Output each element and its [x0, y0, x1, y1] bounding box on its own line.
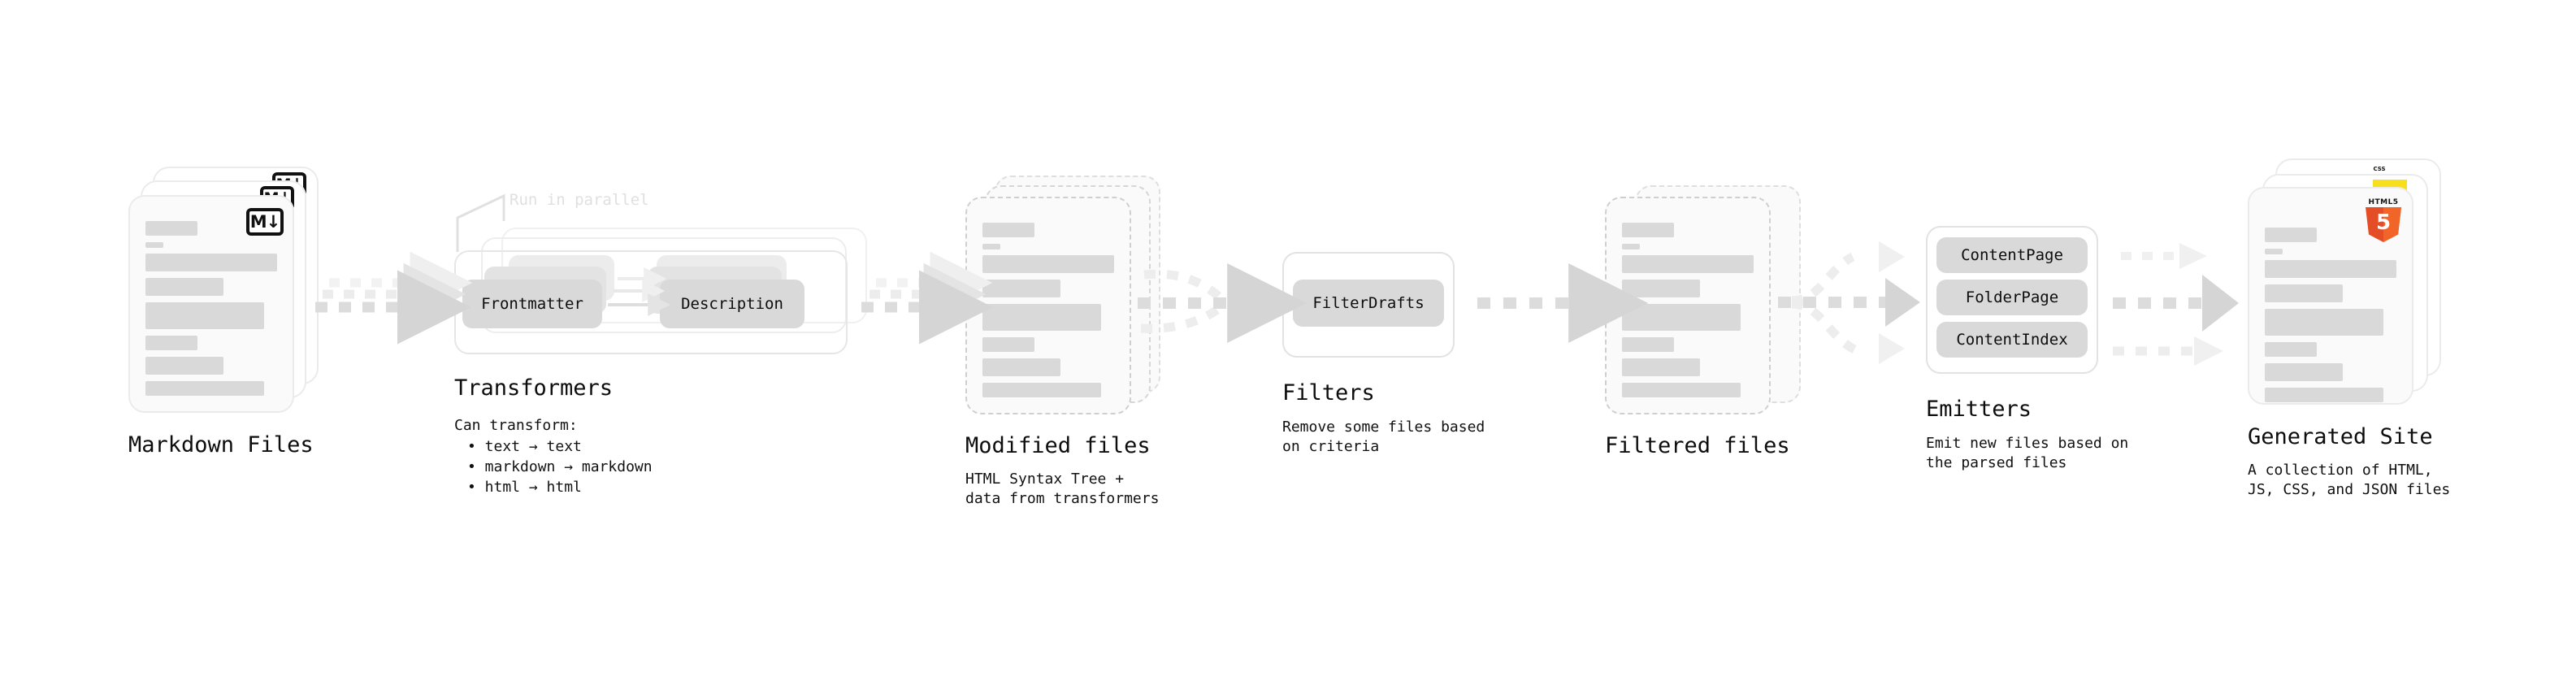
modified-files-subtitle-0: HTML Syntax Tree + — [965, 471, 1125, 488]
modified-card-front — [965, 197, 1131, 414]
filters-title: Filters — [1282, 380, 1375, 406]
filtered-files-title: Filtered files — [1605, 433, 1790, 458]
arrow-transformers-to-modified — [861, 251, 993, 345]
markdown-badge: M↓ — [246, 208, 284, 236]
markdown-card-front: M↓ — [128, 195, 294, 413]
css-badge-label: CSS — [2373, 166, 2386, 172]
html5-badge-label: HTML5 — [2368, 198, 2399, 206]
emitters-subtitle-1: the parsed files — [1926, 454, 2067, 471]
run-in-parallel-label: Run in parallel — [510, 191, 649, 209]
emitter-chip-contentindex[interactable]: ContentIndex — [1936, 322, 2088, 358]
emitter-chip-contentpage[interactable]: ContentPage — [1936, 237, 2088, 273]
modified-card-skeleton — [967, 198, 1130, 413]
generated-site-title: Generated Site — [2248, 424, 2433, 449]
generated-card-front: HTML5 5 — [2248, 187, 2413, 405]
html5-badge: HTML5 5 — [2366, 198, 2401, 242]
transformer-chip-description[interactable]: Description — [660, 280, 804, 328]
markdown-card-skeleton — [130, 197, 293, 411]
transformers-subtitle-head: Can transform: — [454, 417, 578, 434]
html5-shield-inner — [2383, 207, 2401, 242]
filtered-card-front — [1605, 197, 1771, 414]
transformers-title: Transformers — [454, 375, 614, 401]
transformers-bullet-2: • html → html — [467, 479, 582, 496]
transformer-chip-frontmatter[interactable]: Frontmatter — [462, 280, 602, 328]
html5-five-glyph: 5 — [2375, 210, 2392, 235]
generated-site-subtitle-1: JS, CSS, and JSON files — [2248, 481, 2451, 498]
modified-files-subtitle-1: data from transformers — [965, 490, 1160, 507]
arrow-emitters-to-site — [2113, 243, 2239, 366]
arrow-markdown-to-transformers — [315, 251, 473, 345]
generated-card-skeleton — [2249, 189, 2412, 403]
filtered-card-skeleton — [1607, 198, 1769, 413]
transformers-bullet-1: • markdown → markdown — [467, 458, 653, 475]
modified-files-title: Modified files — [965, 433, 1151, 458]
emitters-title: Emitters — [1926, 397, 2032, 422]
transformers-bullet-0: • text → text — [467, 438, 582, 455]
filter-chip-filterdrafts[interactable]: FilterDrafts — [1293, 280, 1444, 327]
markdown-files-title: Markdown Files — [128, 432, 314, 458]
emitters-subtitle-0: Emit new files based on — [1926, 435, 2129, 452]
emitter-chip-folderpage[interactable]: FolderPage — [1936, 280, 2088, 315]
filters-subtitle-1: on criteria — [1282, 438, 1380, 455]
generated-site-subtitle-0: A collection of HTML, — [2248, 462, 2433, 479]
filters-subtitle-0: Remove some files based — [1282, 419, 1485, 436]
